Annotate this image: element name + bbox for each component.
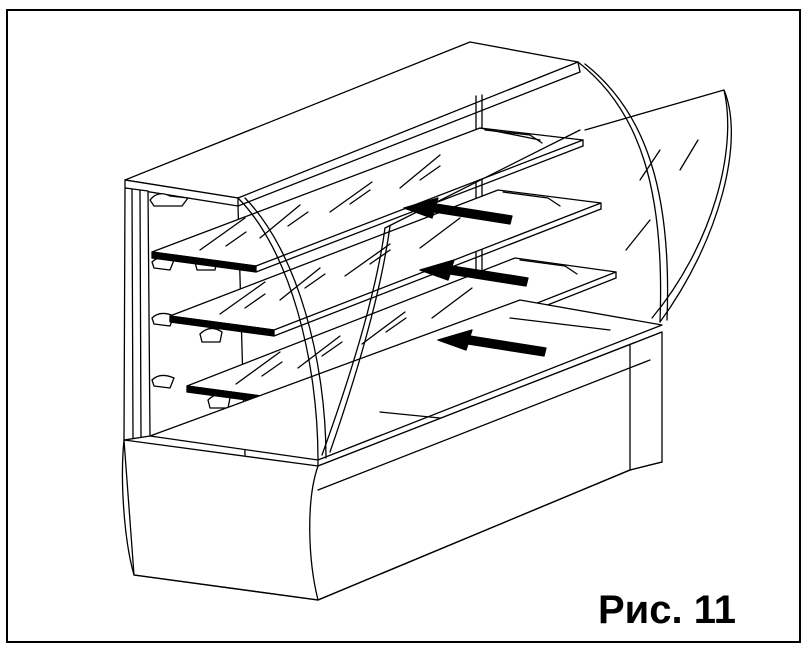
figure-caption: Рис. 11 (598, 588, 737, 632)
arrow-bottom (437, 329, 547, 357)
front-curved-glass (237, 197, 327, 461)
left-side-panel (123, 187, 151, 441)
insertion-arrows (403, 197, 547, 357)
top-canopy (124, 41, 581, 207)
arrow-top (403, 197, 513, 225)
cabinet-base (121, 331, 663, 601)
glass-shelf-top (151, 127, 584, 273)
arrow-middle (419, 259, 529, 287)
